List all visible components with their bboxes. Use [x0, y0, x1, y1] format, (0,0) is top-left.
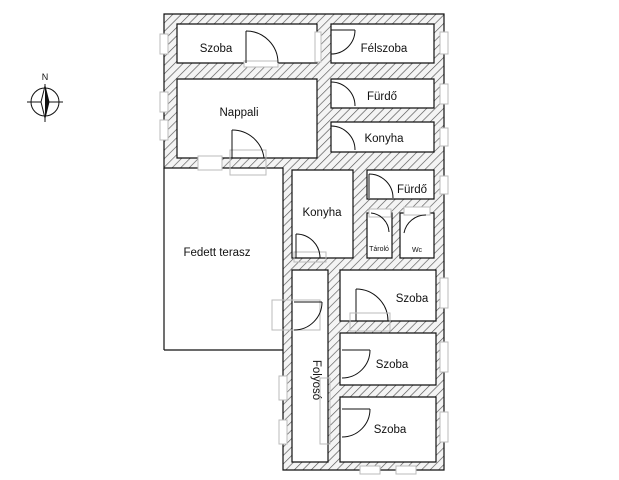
door-tarolo [368, 208, 392, 233]
room-label-nappali: Nappali [220, 107, 259, 119]
door-folyoso-lower [319, 377, 331, 445]
room-labels: Szoba Félszoba Nappali Fürdő Konyha Fürd… [183, 43, 428, 436]
room-label-furdo-top: Fürdő [367, 91, 397, 103]
door-wc [403, 206, 431, 234]
door-furdo-mid [368, 173, 394, 199]
room-label-szoba-2: Szoba [376, 359, 409, 371]
room-label-konyha-top: Konyha [364, 133, 404, 145]
room-label-felszoba: Félszoba [361, 43, 408, 55]
door-konyha-top [330, 125, 356, 151]
room-label-furdo-mid: Fürdő [397, 184, 427, 196]
room-label-wc: Wc [412, 247, 423, 254]
room-label-szoba-top: Szoba [200, 43, 233, 55]
door-szoba-3 [341, 408, 371, 438]
walls [163, 13, 445, 471]
door-folyoso [271, 299, 323, 331]
compass-icon: N [27, 72, 63, 122]
room-label-fedett-terasz: Fedett terasz [183, 247, 250, 259]
compass-north-label: N [42, 72, 49, 82]
doors [229, 29, 431, 445]
terrace-outline [163, 168, 283, 351]
door-felszoba [314, 29, 356, 63]
door-konyha-mid [293, 233, 327, 263]
room-label-folyoso: Folyosó [310, 360, 322, 400]
door-szoba-2 [341, 312, 391, 379]
room-label-szoba-3: Szoba [374, 424, 407, 436]
door-szoba-1 [355, 288, 389, 322]
room-label-tarolo: Tároló [369, 246, 389, 253]
door-szoba-top [243, 30, 279, 68]
door-furdo-top [330, 81, 356, 107]
room-label-konyha-mid: Konyha [302, 207, 342, 219]
room-label-szoba-1: Szoba [396, 293, 429, 305]
windows [159, 31, 449, 475]
door-nappali [229, 129, 267, 176]
